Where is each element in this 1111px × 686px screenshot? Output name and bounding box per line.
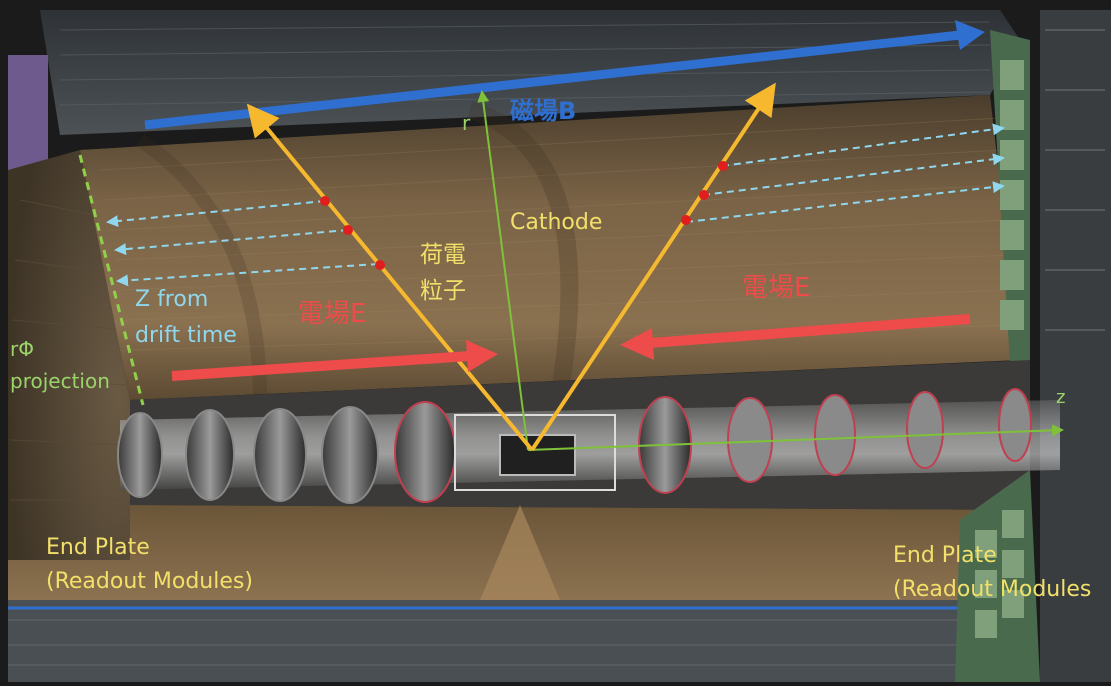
- charged-particle-label-line1: 荷電: [420, 242, 466, 268]
- electric-field-arrow-left: [171, 351, 471, 381]
- end-plate-right-label-line2: (Readout Modules: [893, 577, 1092, 602]
- z-from-drift-label-line1: Z from: [135, 287, 209, 312]
- magnetic-field-arrow: [144, 30, 961, 130]
- charged-particle-label-line2: 粒子: [420, 278, 466, 304]
- z-axis-label: z: [1056, 387, 1066, 408]
- rphi-projection-line: [78, 154, 145, 406]
- r-axis: [477, 90, 529, 451]
- rphi-label-line1: rΦ: [10, 337, 34, 361]
- magnetic-field-label: 磁場B: [510, 97, 577, 125]
- electric-field-label-right: 電場E: [742, 273, 811, 303]
- outer-frame-left: [8, 55, 48, 170]
- outer-yoke-right: [1040, 10, 1111, 682]
- drift-arrows-right: [685, 123, 1005, 223]
- particle-track-right: [530, 82, 776, 452]
- drift-volume: [80, 95, 1020, 400]
- floor-structure: [8, 600, 1000, 682]
- particle-track-left: [246, 103, 534, 452]
- end-plate-right-label-line1: End Plate: [893, 543, 997, 568]
- inner-detector-discs: [117, 388, 1032, 504]
- electric-field-arrowhead-right: [620, 328, 654, 360]
- electric-field-label-left: 電場E: [298, 299, 367, 329]
- electric-field-arrow-right: [649, 314, 971, 348]
- vertex-detector: [454, 414, 616, 491]
- drift-arrows-left: [106, 200, 379, 287]
- end-plate-left-label-line2: (Readout Modules): [46, 569, 253, 594]
- z-from-drift-label-line2: drift time: [135, 323, 237, 348]
- magnetic-field-arrowhead: [955, 20, 985, 50]
- ionization-hits: [320, 161, 728, 270]
- electric-field-arrowhead-left: [466, 340, 498, 372]
- end-plate-left-label-line1: End Plate: [46, 535, 150, 560]
- z-axis: [527, 424, 1064, 451]
- rphi-label-line2: projection: [10, 369, 110, 393]
- end-plate-left: [8, 150, 130, 560]
- r-axis-label: r: [462, 111, 471, 135]
- cathode-label: Cathode: [510, 210, 603, 235]
